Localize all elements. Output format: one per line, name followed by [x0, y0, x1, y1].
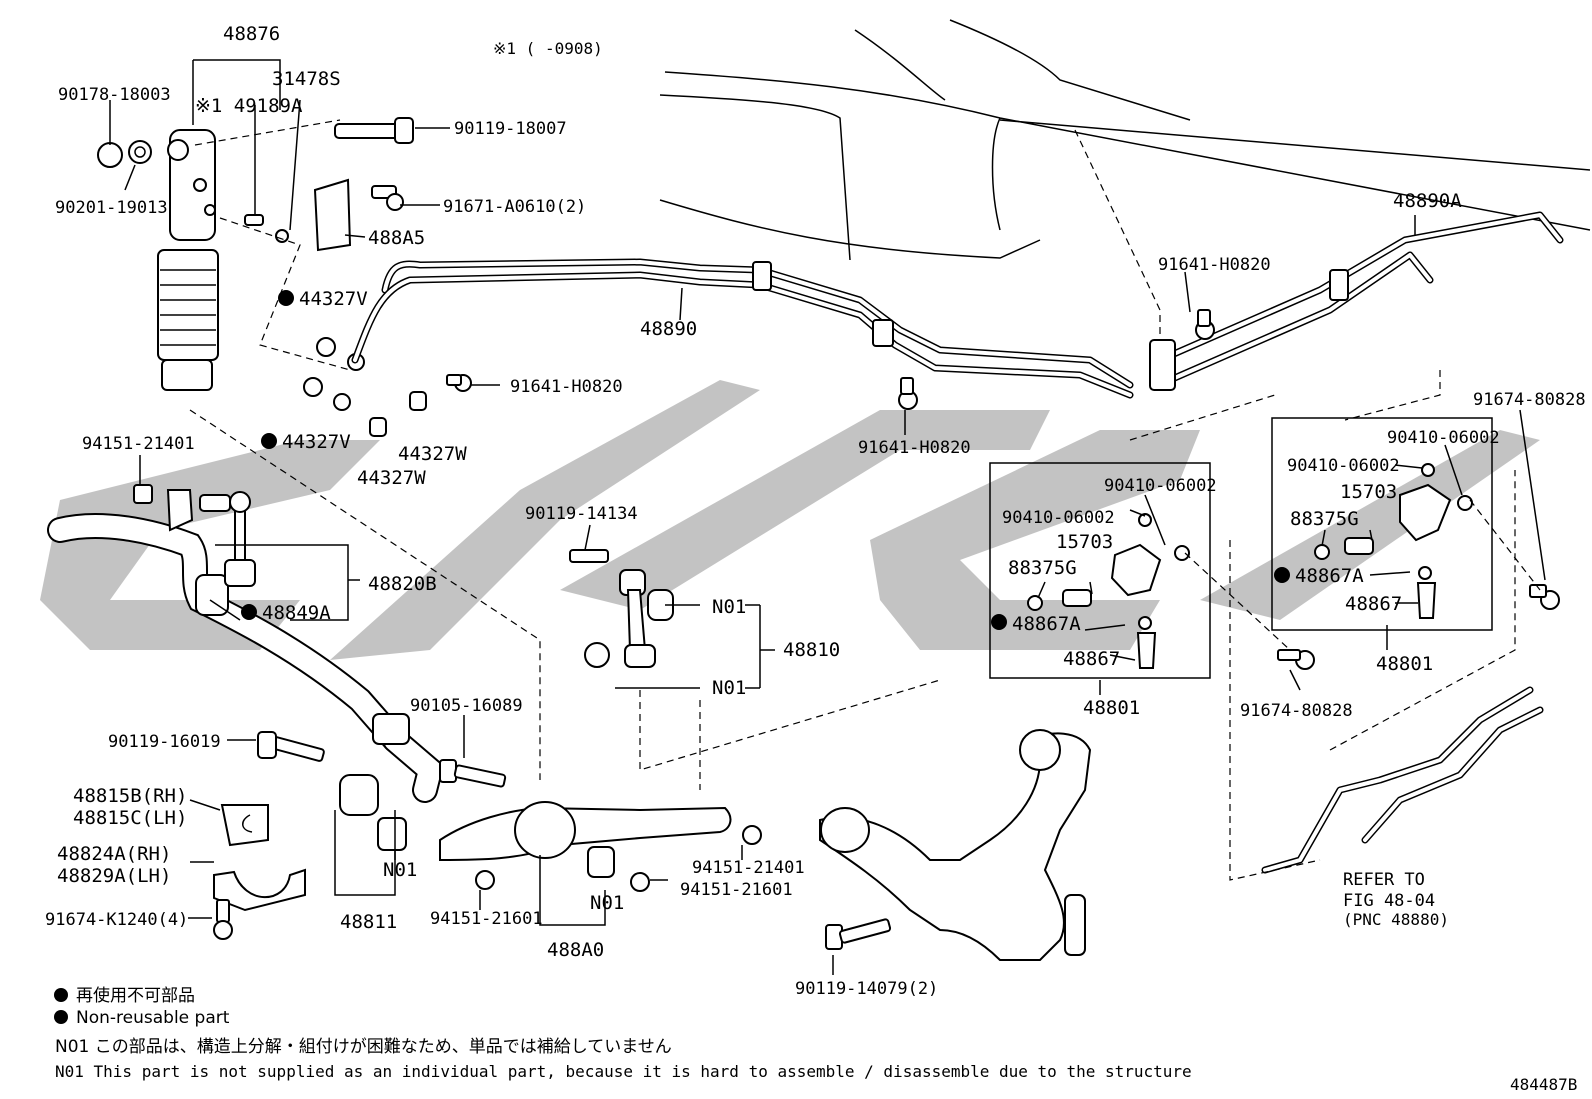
label-94151-21401-b: 94151-21401 [692, 858, 805, 878]
label-44327W-a: 44327W [398, 443, 467, 465]
label-90410-06002-b: 90410-06002 [1287, 456, 1400, 476]
bolt-90105-16089 [439, 759, 507, 788]
vehicle-body-outline [659, 19, 1591, 261]
lower-arm-488A0 [377, 801, 762, 892]
label-48824A: 48824A(RH) [57, 843, 171, 865]
clips-44327 [303, 337, 427, 437]
label-91641-H0820-b: 91641-H0820 [510, 377, 623, 397]
label-488A5: 488A5 [368, 227, 425, 249]
label-48829A: 48829A(LH) [57, 865, 171, 887]
valve-box-right [1271, 417, 1493, 631]
label-94151-21601-a: 94151-21601 [430, 909, 543, 929]
refer-to-line1: REFER TO [1343, 870, 1425, 890]
bushing-48815 [220, 804, 269, 847]
label-48849A: 48849A [262, 602, 331, 624]
label-91641-H0820-a: 91641-H0820 [1158, 255, 1271, 275]
stabilizer-link-48820B [166, 489, 256, 616]
label-48867-a: 48867 [1063, 648, 1120, 670]
label-48815B: 48815B(RH) [73, 785, 187, 807]
label-48876: 48876 [223, 23, 280, 45]
label-44327W-b: 44327W [357, 467, 426, 489]
label-90119-14079: 90119-14079(2) [795, 979, 938, 999]
bolt-90119-18007 [334, 117, 414, 144]
label-48890A: 48890A [1393, 190, 1462, 212]
actuator-cylinder-48876 [157, 129, 219, 391]
label-488A0: 488A0 [547, 939, 604, 961]
legend: 再使用不可部品 Non-reusable part N01 この部品は、構造上分… [55, 985, 1577, 1094]
label-88375G-a: 88375G [1008, 557, 1077, 579]
label-90119-18007: 90119-18007 [454, 119, 567, 139]
legend-nonreusable-en: Non-reusable part [76, 1008, 230, 1028]
label-48867-b: 48867 [1345, 593, 1402, 615]
label-90119-16019: 90119-16019 [108, 732, 221, 752]
label-15703-b: 15703 [1340, 481, 1397, 503]
label-91674-K1240: 91674-K1240(4) [45, 910, 188, 930]
label-N01-a: N01 [712, 596, 746, 618]
label-N01-c: N01 [383, 859, 417, 881]
label-94151-21401-a: 94151-21401 [82, 434, 195, 454]
label-15703-a: 15703 [1056, 531, 1113, 553]
refer-to-line2: FIG 48-04 [1343, 891, 1435, 911]
legend-n01-jp: N01 この部品は、構造上分解・組付けが困難なため、単品では補給していません [55, 1037, 672, 1057]
leader-lines [109, 59, 1546, 975]
label-48820B: 48820B [368, 573, 437, 595]
label-91641-H0820-c: 91641-H0820 [858, 438, 971, 458]
label-48890: 48890 [640, 318, 697, 340]
label-90178-18003: 90178-18003 [58, 85, 171, 105]
label-N01-b: N01 [712, 677, 746, 699]
label-90119-14134: 90119-14134 [525, 504, 638, 524]
non-reusable-markers [54, 290, 1290, 1024]
label-44327V-a: 44327V [299, 288, 368, 310]
label-91671-A0610: 91671-A0610(2) [443, 197, 586, 217]
part-labels: 48876 ※1 ( -0908) 90178-18003 ※1 49189A … [45, 23, 1586, 999]
bolt-91671 [371, 185, 404, 211]
pipe-refer-48880 [1261, 686, 1544, 874]
bracket-488A5 [313, 178, 352, 252]
hydraulic-pipe-48890A [1149, 211, 1564, 391]
label-90201-19013: 90201-19013 [55, 198, 168, 218]
lower-control-arm [819, 729, 1092, 961]
label-48801-b: 48801 [1376, 653, 1433, 675]
label-90410-06002-a: 90410-06002 [1387, 428, 1500, 448]
label-90410-06002-c: 90410-06002 [1104, 476, 1217, 496]
header-note: ※1 ( -0908) [493, 39, 603, 58]
bracket-48824A [213, 868, 306, 912]
label-N01-d: N01 [590, 892, 624, 914]
legend-n01-en: N01 This part is not supplied as an indi… [55, 1062, 1192, 1081]
bolt-90119-16019 [257, 731, 325, 762]
nut-90178 [97, 140, 152, 168]
label-49189A: ※1 49189A [195, 95, 303, 117]
label-48867A-b: 48867A [1295, 565, 1364, 587]
label-91674-80828-a: 91674-80828 [1473, 390, 1586, 410]
bolts-91674-80828 [1277, 584, 1560, 670]
label-90410-06002-d: 90410-06002 [1002, 508, 1115, 528]
nut-94151-21401 [133, 484, 153, 504]
label-48867A-a: 48867A [1012, 613, 1081, 635]
label-91674-80828-b: 91674-80828 [1240, 701, 1353, 721]
label-48815C: 48815C(LH) [73, 807, 187, 829]
label-94151-21601-b: 94151-21601 [680, 880, 793, 900]
legend-nonreusable-jp: 再使用不可部品 [76, 985, 195, 1006]
label-88375G-b: 88375G [1290, 508, 1359, 530]
label-90105-16089: 90105-16089 [410, 696, 523, 716]
refer-to-line3: (PNC 48880) [1343, 910, 1449, 929]
bolt-91674-K1240 [213, 899, 233, 940]
label-44327V-b: 44327V [282, 431, 351, 453]
label-48811: 48811 [340, 911, 397, 933]
valve-box-left [989, 462, 1211, 679]
label-48810: 48810 [783, 639, 840, 661]
pin-49189A [244, 214, 289, 243]
bolt-90119-14079 [825, 918, 892, 950]
label-48801-a: 48801 [1083, 697, 1140, 719]
label-31478S: 31478S [272, 68, 341, 90]
figure-id: 484487B [1510, 1075, 1577, 1094]
bolts-91641 [446, 309, 1215, 410]
hydraulic-pipe-48890 [351, 258, 1134, 399]
